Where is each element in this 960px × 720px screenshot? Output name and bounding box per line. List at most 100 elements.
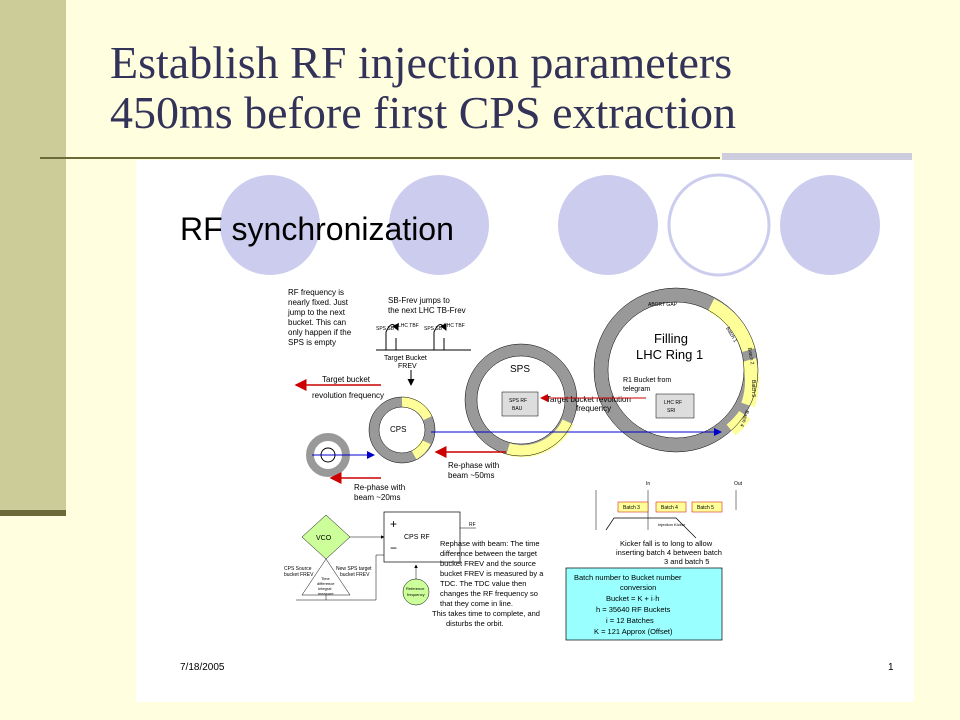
rephase-labels: Re-phase with beam ~50ms Re-phase with b…: [354, 461, 499, 502]
decorative-circles: [220, 173, 880, 277]
svg-text:bucket FREV: bucket FREV: [340, 572, 370, 578]
svg-text:FREV: FREV: [398, 363, 417, 370]
svg-text:Injection Kicker: Injection Kicker: [658, 522, 686, 527]
svg-text:Batch 3: Batch 3: [623, 505, 640, 511]
side-bar: [0, 0, 66, 516]
slide-heading: RF synchronization: [180, 211, 454, 247]
svg-text:SRI: SRI: [667, 408, 675, 414]
svg-text:SPS SB: SPS SB: [424, 326, 443, 332]
svg-text:CPS RF: CPS RF: [404, 534, 430, 541]
svg-text:LHC Ring 1: LHC Ring 1: [636, 347, 703, 362]
svg-text:SPS is empty: SPS is empty: [288, 338, 336, 347]
mid-arrows: Target bucket revolution frequency: [312, 394, 722, 484]
svg-text:frequency: frequency: [576, 404, 611, 413]
svg-text:CPS Source: CPS Source: [284, 566, 312, 572]
svg-text:nearly fixed. Just: nearly fixed. Just: [288, 298, 349, 307]
svg-text:K = 121 Approx (Offset): K = 121 Approx (Offset): [594, 627, 673, 636]
svg-text:Out: Out: [734, 481, 743, 487]
svg-text:LHC TBF: LHC TBF: [398, 323, 419, 329]
slide-date: 7/18/2005: [180, 662, 225, 673]
svg-text:Target bucket revolution: Target bucket revolution: [546, 395, 631, 404]
svg-text:3 and batch 5: 3 and batch 5: [664, 557, 709, 566]
svg-text:Kicker fall is to long to allo: Kicker fall is to long to allow: [620, 539, 713, 548]
svg-text:Integral: Integral: [318, 586, 331, 591]
svg-text:bucket FREV is measured by a: bucket FREV is measured by a: [440, 569, 544, 578]
svg-text:telegram: telegram: [623, 386, 650, 393]
title-line-2: 450ms before first CPS extraction: [110, 87, 737, 138]
frequency-jump-diagram: SB-Frev jumps to the next LHC TB-Frev SP…: [376, 296, 471, 386]
svg-text:changes the RF frequency so: changes the RF frequency so: [440, 589, 538, 598]
svg-text:Batch number to Bucket number: Batch number to Bucket number: [574, 573, 682, 582]
title-rule: [40, 157, 720, 159]
svg-text:frequency: frequency: [407, 592, 425, 597]
svg-text:the next LHC TB-Frev: the next LHC TB-Frev: [388, 306, 466, 315]
svg-text:Batch 3: Batch 3: [750, 380, 756, 397]
svg-text:bucket. This can: bucket. This can: [288, 318, 346, 327]
lhc-ring: ABORT GAP Filling LHC Ring 1 R1 Bucket f…: [593, 287, 759, 453]
svg-text:CPS: CPS: [390, 425, 406, 434]
svg-text:SPS RF: SPS RF: [509, 398, 527, 404]
slide-page-number: 1: [888, 662, 894, 673]
title-line-1: Establish RF injection parameters: [110, 37, 733, 88]
svg-text:Re-phase with: Re-phase with: [354, 483, 405, 492]
svg-text:BAU: BAU: [512, 406, 523, 412]
rf-synchronization-diagram: RF synchronization RF frequency is nearl…: [180, 173, 894, 673]
svg-text:Rephase with beam: The time: Rephase with beam: The time: [440, 539, 540, 548]
kicker-diagram: In Out Batch 3 Batch 4 Batch 5 Injection…: [595, 481, 743, 566]
svg-text:Bucket = K + i·h: Bucket = K + i·h: [606, 594, 659, 603]
svg-text:Time: Time: [321, 576, 331, 581]
svg-text:SPS SB: SPS SB: [376, 326, 395, 332]
svg-text:revolution frequency: revolution frequency: [312, 391, 384, 400]
svg-text:Reference: Reference: [406, 586, 425, 591]
side-bar-accent: [0, 510, 66, 516]
svg-text:Batch 2: Batch 2: [746, 347, 755, 365]
svg-text:beam ~20ms: beam ~20ms: [354, 493, 400, 502]
minus-sign: −: [390, 541, 397, 555]
svg-text:that they come in line.: that they come in line.: [440, 599, 513, 608]
svg-text:only happen if the: only happen if the: [288, 328, 352, 337]
svg-text:This takes time to complete, a: This takes time to complete, and: [432, 609, 540, 618]
embedded-slide: RF synchronization RF frequency is nearl…: [136, 160, 914, 702]
svg-text:Target Bucket: Target Bucket: [384, 355, 427, 362]
svg-text:RF frequency is: RF frequency is: [288, 288, 344, 297]
svg-text:difference: difference: [317, 581, 335, 586]
svg-text:ABORT GAP: ABORT GAP: [648, 302, 678, 308]
svg-text:bucket FREV and the source: bucket FREV and the source: [440, 559, 536, 568]
slide-title: Establish RF injection parameters 450ms …: [110, 38, 930, 138]
svg-text:inserting batch 4 between batc: inserting batch 4 between batch: [616, 548, 722, 557]
svg-text:Batch 4: Batch 4: [738, 409, 750, 427]
svg-text:VCO: VCO: [316, 535, 332, 542]
plus-sign: +: [390, 517, 397, 531]
svg-text:New SPS target: New SPS target: [336, 566, 372, 572]
svg-text:Re-phase with: Re-phase with: [448, 461, 499, 470]
svg-text:bucket FREV: bucket FREV: [284, 572, 314, 578]
svg-text:Batch 5: Batch 5: [697, 505, 714, 511]
cps-ring: CPS: [368, 396, 436, 464]
batch-conversion-box: Batch number to Bucket number conversion…: [565, 567, 723, 641]
rf-frequency-note: RF frequency is nearly fixed. Just jump …: [287, 288, 352, 347]
svg-text:beam ~50ms: beam ~50ms: [448, 471, 494, 480]
vco-schematic: VCO Time difference Integral measure CPS…: [284, 511, 476, 606]
svg-text:disturbs the orbit.: disturbs the orbit.: [446, 619, 504, 628]
svg-text:In: In: [646, 481, 650, 487]
svg-text:jump to the next: jump to the next: [287, 308, 346, 317]
svg-text:LHC TBF: LHC TBF: [444, 323, 465, 329]
svg-text:SPS: SPS: [510, 364, 530, 375]
title-rule-accent: [722, 153, 912, 160]
sps-ring: SPS SPS RF BAU: [464, 343, 578, 458]
svg-text:difference between the target: difference between the target: [440, 549, 538, 558]
svg-text:Batch 4: Batch 4: [661, 505, 678, 511]
rephase-note: Rephase with beam: The time difference b…: [432, 539, 544, 628]
svg-text:h = 35640 RF Buckets: h = 35640 RF Buckets: [596, 605, 671, 614]
svg-text:TDC. The TDC value then: TDC. The TDC value then: [440, 579, 526, 588]
svg-text:conversion: conversion: [620, 583, 656, 592]
target-rev-frequency: Target bucket revolution frequency: [294, 375, 384, 400]
svg-text:R1 Bucket from: R1 Bucket from: [623, 377, 671, 384]
svg-text:Filling: Filling: [654, 331, 688, 346]
svg-text:RF: RF: [469, 522, 476, 528]
svg-text:i = 12 Batches: i = 12 Batches: [606, 616, 654, 625]
svg-text:Target bucket: Target bucket: [322, 375, 371, 384]
svg-text:measure: measure: [318, 591, 334, 596]
svg-text:LHC RF: LHC RF: [664, 400, 682, 406]
svg-text:SB-Frev jumps to: SB-Frev jumps to: [388, 296, 450, 305]
